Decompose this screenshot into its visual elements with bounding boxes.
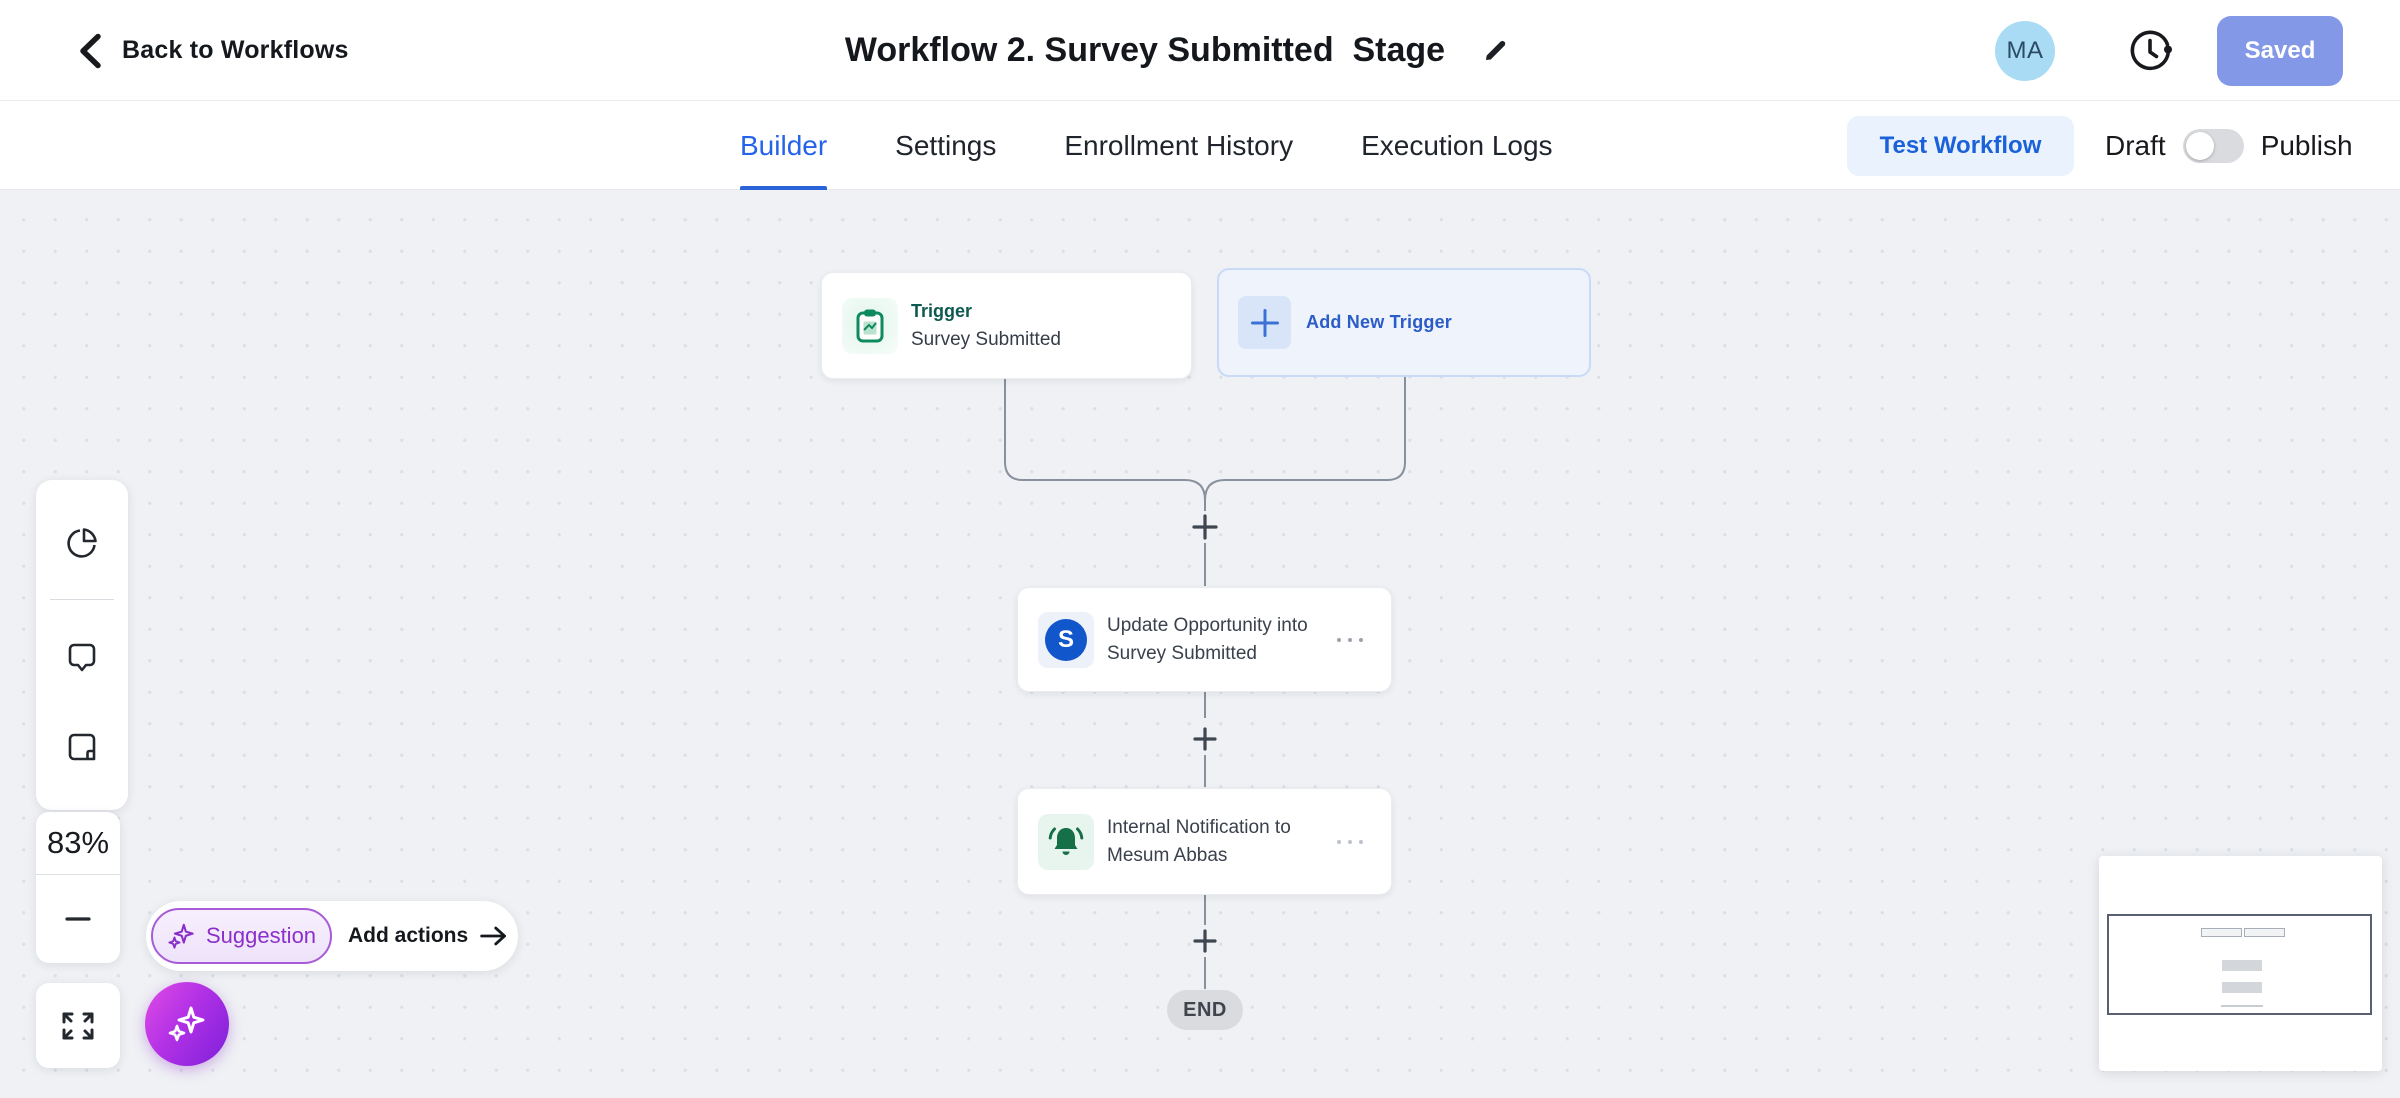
publish-label: Publish xyxy=(2260,129,2353,161)
stats-pie-icon[interactable] xyxy=(50,511,114,575)
test-workflow-button[interactable]: Test Workflow xyxy=(1847,116,2074,176)
draft-label: Draft xyxy=(2105,129,2166,161)
suggestion-bar: Suggestion Add actions xyxy=(146,901,518,971)
ai-assistant-button[interactable] xyxy=(145,982,229,1066)
card-menu-icon[interactable] xyxy=(1331,632,1369,648)
add-new-trigger-label: Add New Trigger xyxy=(1306,312,1453,332)
trigger-kicker: Trigger xyxy=(911,300,973,321)
workflow-connectors xyxy=(1004,377,1406,989)
saved-button[interactable]: Saved xyxy=(2217,15,2343,86)
action-node-internal-notification[interactable]: Internal Notification to Mesum Abbas xyxy=(1017,788,1392,895)
opportunity-icon: S xyxy=(1038,611,1094,668)
action-line1: Update Opportunity into xyxy=(1107,614,1308,636)
fullscreen-button[interactable] xyxy=(36,983,120,1068)
comment-icon[interactable] xyxy=(50,625,114,689)
tab-settings[interactable]: Settings xyxy=(895,129,997,161)
trigger-title: Survey Submitted xyxy=(911,328,1061,350)
tab-execution-logs[interactable]: Execution Logs xyxy=(1361,129,1553,161)
chevron-left-icon xyxy=(80,33,101,68)
tab-builder[interactable]: Builder xyxy=(740,101,828,190)
ai-sparkles-icon xyxy=(168,1006,205,1042)
add-step-plus-2[interactable] xyxy=(1193,727,1217,751)
dollar-circle-icon: S xyxy=(1045,618,1087,661)
publish-toggle[interactable] xyxy=(2182,128,2244,163)
action-node-update-opportunity[interactable]: S Update Opportunity into Survey Submitt… xyxy=(1017,587,1392,692)
minimap-trigger-node xyxy=(2201,928,2242,937)
tab-enrollment-history[interactable]: Enrollment History xyxy=(1064,129,1294,161)
trigger-node[interactable]: Trigger Survey Submitted xyxy=(821,272,1192,379)
edit-pencil-icon[interactable] xyxy=(1479,35,1511,67)
back-label: Back to Workflows xyxy=(122,36,349,64)
zoom-divider xyxy=(36,874,120,875)
action-line2: Survey Submitted xyxy=(1107,642,1257,664)
add-step-plus-1[interactable] xyxy=(1192,514,1218,540)
minus-icon xyxy=(65,917,91,921)
history-clock-icon[interactable] xyxy=(2127,28,2173,74)
expand-icon xyxy=(62,1012,94,1039)
zoom-out-button[interactable] xyxy=(36,875,120,963)
canvas-toolbar xyxy=(36,480,128,810)
top-header: Back to Workflows Workflow 2. Survey Sub… xyxy=(0,0,2400,101)
workflow-canvas[interactable]: Trigger Survey Submitted Add New Trigger… xyxy=(0,190,2400,1098)
action-line2: Mesum Abbas xyxy=(1107,844,1228,866)
minimap-action-node xyxy=(2222,982,2262,993)
page-title: Workflow 2. Survey Submitted Stage xyxy=(844,31,1446,69)
add-actions-label: Add actions xyxy=(348,924,469,947)
tabs: Builder Settings Enrollment History Exec… xyxy=(740,101,1553,190)
suggestion-label: Suggestion xyxy=(205,923,317,948)
minimap-action-node xyxy=(2222,960,2262,971)
minimap[interactable] xyxy=(2099,856,2382,1071)
add-step-plus-icons xyxy=(1192,514,1218,953)
toggle-knob xyxy=(2185,131,2214,160)
suggestion-pill[interactable]: Suggestion xyxy=(151,908,332,964)
add-step-plus-3[interactable] xyxy=(1193,929,1217,953)
minimap-viewport[interactable] xyxy=(2107,914,2372,1015)
plus-icon xyxy=(1238,296,1291,349)
arrow-right-icon xyxy=(480,926,507,946)
back-to-workflows-button[interactable]: Back to Workflows xyxy=(78,0,349,101)
card-menu-icon[interactable] xyxy=(1331,834,1369,850)
note-icon[interactable] xyxy=(50,715,114,779)
toolbar-divider xyxy=(50,599,114,600)
zoom-panel: 83% xyxy=(36,812,120,963)
minimap-end-node xyxy=(2221,1005,2263,1007)
action-line1: Internal Notification to xyxy=(1107,816,1291,838)
sparkles-icon xyxy=(168,923,194,949)
minimap-add-trigger-node xyxy=(2244,928,2285,937)
add-new-trigger-button[interactable]: Add New Trigger xyxy=(1217,268,1591,377)
avatar[interactable]: MA xyxy=(1995,20,2055,81)
add-actions-button[interactable]: Add actions xyxy=(348,924,509,948)
end-node: END xyxy=(1167,990,1243,1030)
zoom-level: 83% xyxy=(46,825,110,860)
bell-icon xyxy=(1038,813,1094,870)
clipboard-icon xyxy=(842,297,898,354)
workflow-tabbar: Builder Settings Enrollment History Exec… xyxy=(0,101,2400,190)
